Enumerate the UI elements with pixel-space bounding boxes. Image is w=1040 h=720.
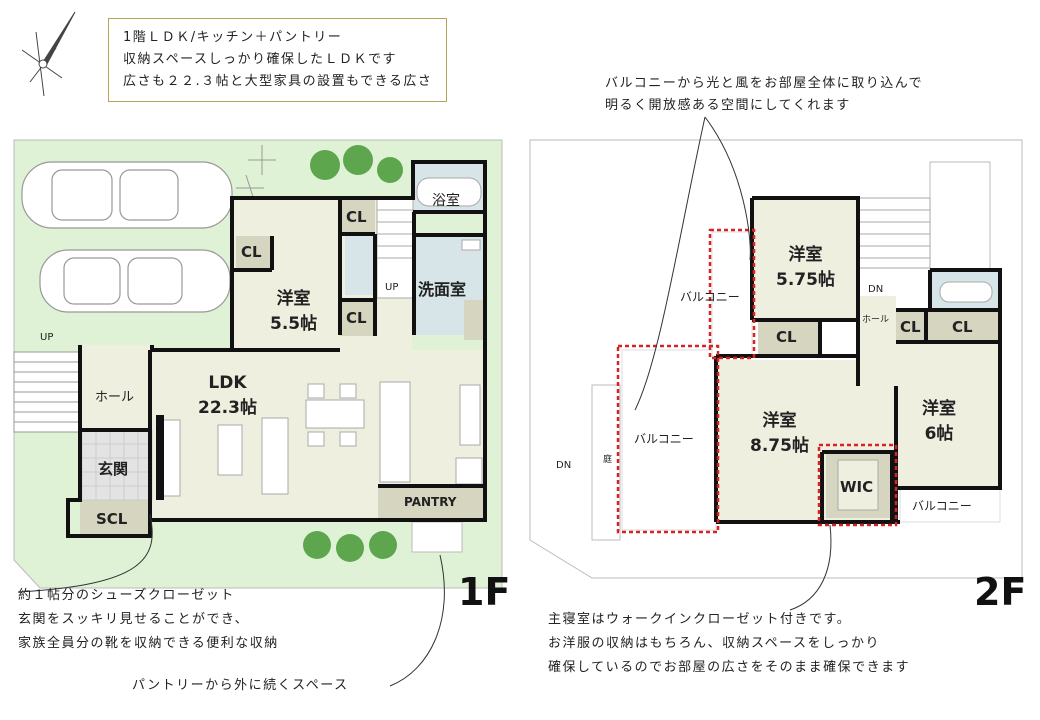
shoes-note-line: 家族全員分の靴を収納できる便利な収納 [18,636,279,651]
shoes-note-line: 玄関をスッキリ見せることができ、 [18,612,250,627]
first-floor-plan [13,139,503,589]
second-floor-plan [529,139,1023,579]
master-note-line: 確保しているのでお部屋の広さをそのまま確保できます [548,660,911,675]
entrance-tile [81,429,153,501]
stairs [857,197,931,269]
bathtub [939,281,993,303]
balcony-note-line: バルコニーから光と風をお部屋全体に取り込んで [605,76,924,91]
shoes-note-line: 約１帖分のシューズクローゼット [18,588,235,603]
highlight-frame [616,228,898,534]
master-note-line: お洋服の収納はもちろん、収納スペースをしっかり [548,636,880,651]
furniture [157,177,483,497]
car-icon [21,161,233,229]
stairs [376,197,414,299]
car-icon [39,249,231,313]
stairs [13,351,81,433]
ldk-note-line: 広さも２２.３帖と大型家具の設置もできる広さ [123,74,433,89]
pantry-note-line: パントリーから外に続くスペース [132,678,349,693]
ldk-note: 1階ＬＤＫ/キッチン＋パントリー 収納スペースしっかり確保したＬＤＫです 広さも… [108,18,448,102]
plant-icon [236,145,276,201]
ldk-note-line: 1階ＬＤＫ/キッチン＋パントリー [123,30,343,45]
balcony-note-line: 明るく開放感ある空間にしてくれます [605,98,851,113]
master-note-line: 主寝室はウォークインクローゼット付きです。 [548,612,852,627]
balcony-note: バルコニーから光と風をお部屋全体に取り込んで 明るく開放感ある空間にしてくれます [605,73,923,117]
yard-area [591,384,621,541]
porch-tile [411,521,463,553]
walls [66,160,487,538]
compass-icon [21,11,76,97]
tree-icon [303,145,403,562]
balcony-grid [621,231,1001,531]
master-note: 主寝室はウォークインクローゼット付きです。 お洋服の収納はもちろん、収納スペース… [548,608,910,680]
floor-label-2f: 2F [974,570,1027,614]
pantry-note: パントリーから外に続くスペース [132,675,349,697]
floor-label-1f: 1F [458,570,511,614]
walls [714,196,1002,524]
shoes-note: 約１帖分のシューズクローゼット 玄関をスッキリ見せることができ、 家族全員分の靴… [18,584,279,656]
ldk-note-line: 収納スペースしっかり確保したＬＤＫです [123,52,397,67]
leader-lines [17,116,832,687]
